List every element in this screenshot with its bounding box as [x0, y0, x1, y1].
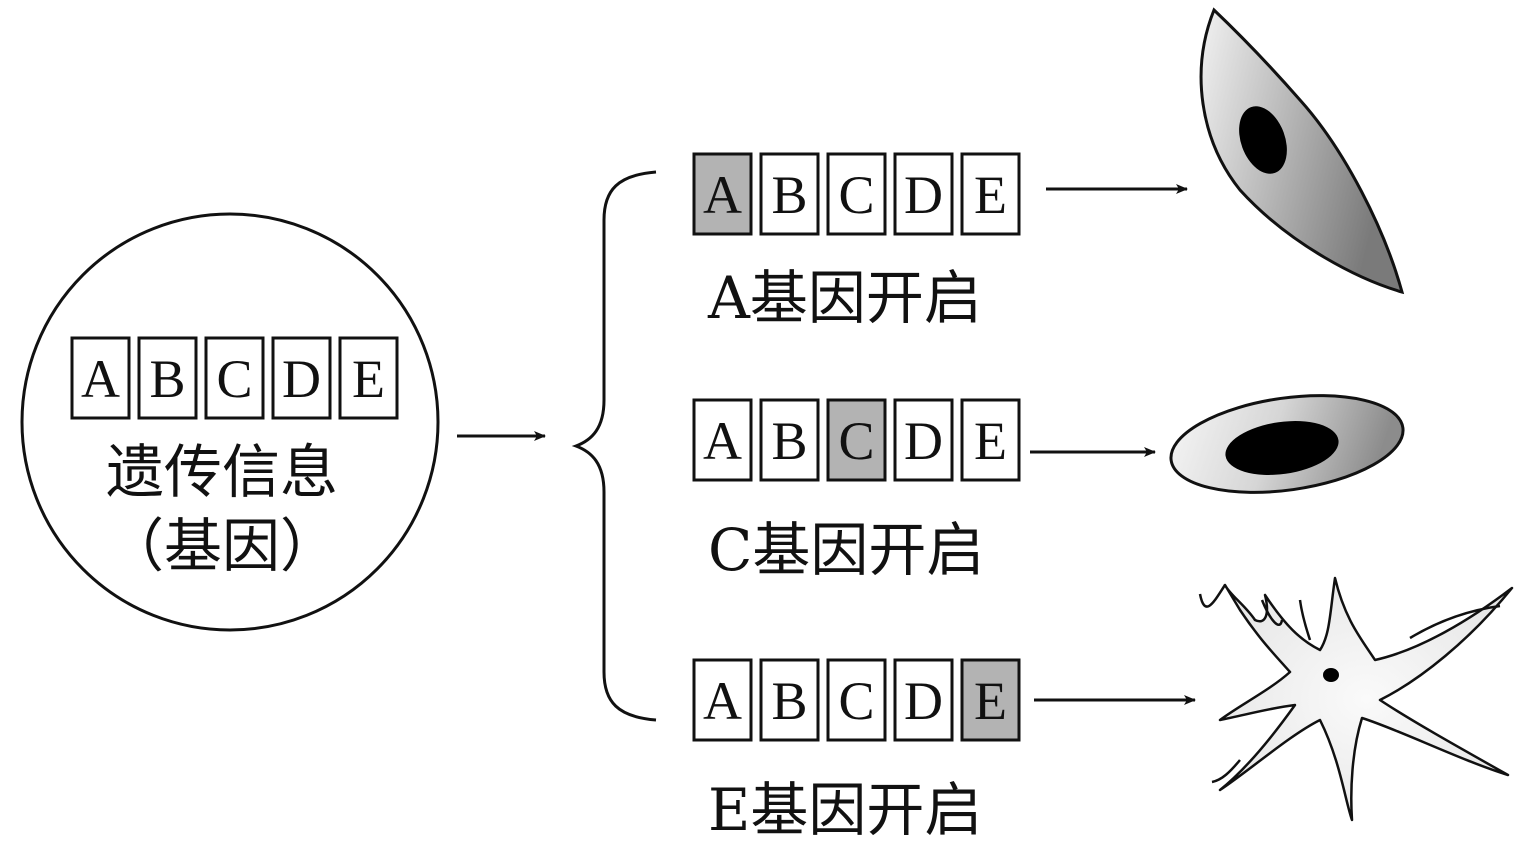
source-label-line1: 遗传信息	[106, 438, 338, 506]
source-label-line2: （基因）	[106, 512, 338, 580]
gene-box-e: E	[338, 336, 399, 420]
gene-box-d: D	[271, 336, 332, 420]
gene-letter: B	[771, 165, 807, 225]
source-circle	[20, 212, 440, 632]
gene-box-frame	[338, 336, 399, 420]
neuron-cell-icon	[1198, 576, 1514, 822]
branch-label-e: E基因开启	[708, 776, 982, 844]
gene-box-frame	[692, 398, 753, 482]
gene-letter: E	[974, 165, 1007, 225]
gene-letter: C	[838, 671, 874, 731]
gene-letter: A	[703, 165, 742, 225]
gene-box-frame	[759, 398, 820, 482]
gene-letter: A	[703, 411, 742, 471]
gene-letter: D	[904, 165, 943, 225]
gene-box-frame	[826, 398, 887, 482]
oval-cell-icon	[1169, 394, 1405, 494]
gene-box-c: C	[826, 152, 887, 236]
branch-label-c: C基因开启	[708, 516, 984, 584]
gene-box-frame	[960, 398, 1021, 482]
gene-box-frame	[692, 658, 753, 742]
gene-letter: A	[703, 671, 742, 731]
gene-box-frame	[960, 658, 1021, 742]
gene-box-c: C	[826, 398, 887, 482]
gene-box-b: B	[759, 152, 820, 236]
gene-box-b: B	[759, 398, 820, 482]
gene-letter: C	[838, 411, 874, 471]
gene-box-frame	[759, 152, 820, 236]
gene-letter: B	[149, 349, 185, 409]
gene-letter: D	[904, 671, 943, 731]
gene-box-c: C	[204, 336, 265, 420]
gene-box-frame	[692, 152, 753, 236]
gene-letter: A	[81, 349, 120, 409]
gene-box-frame	[137, 336, 198, 420]
gene-box-frame	[759, 658, 820, 742]
gene-box-e: E	[960, 398, 1021, 482]
branch-brace	[571, 170, 657, 722]
gene-box-b: B	[759, 658, 820, 742]
gene-box-frame	[826, 152, 887, 236]
gene-letter: C	[216, 349, 252, 409]
gene-letter: C	[838, 165, 874, 225]
gene-box-frame	[70, 336, 131, 420]
branch-label-a: A基因开启	[707, 264, 982, 332]
gene-box-frame	[271, 336, 332, 420]
gene-box-a: A	[692, 398, 753, 482]
gene-box-c: C	[826, 658, 887, 742]
gene-box-a: A	[692, 658, 753, 742]
gene-box-d: D	[893, 152, 954, 236]
gene-box-d: D	[893, 658, 954, 742]
spindle-cell-icon	[1199, 7, 1405, 295]
gene-box-frame	[893, 658, 954, 742]
gene-letter: D	[282, 349, 321, 409]
gene-box-frame	[826, 658, 887, 742]
gene-box-frame	[893, 152, 954, 236]
gene-letter: B	[771, 411, 807, 471]
gene-letter: E	[352, 349, 385, 409]
gene-letter: B	[771, 671, 807, 731]
gene-box-a: A	[70, 336, 131, 420]
gene-letter: E	[974, 671, 1007, 731]
gene-box-frame	[960, 152, 1021, 236]
gene-box-frame	[204, 336, 265, 420]
gene-box-b: B	[137, 336, 198, 420]
gene-box-frame	[893, 398, 954, 482]
gene-letter: E	[974, 411, 1007, 471]
gene-letter: D	[904, 411, 943, 471]
gene-box-a: A	[692, 152, 753, 236]
gene-box-d: D	[893, 398, 954, 482]
gene-box-e: E	[960, 658, 1021, 742]
gene-box-e: E	[960, 152, 1021, 236]
